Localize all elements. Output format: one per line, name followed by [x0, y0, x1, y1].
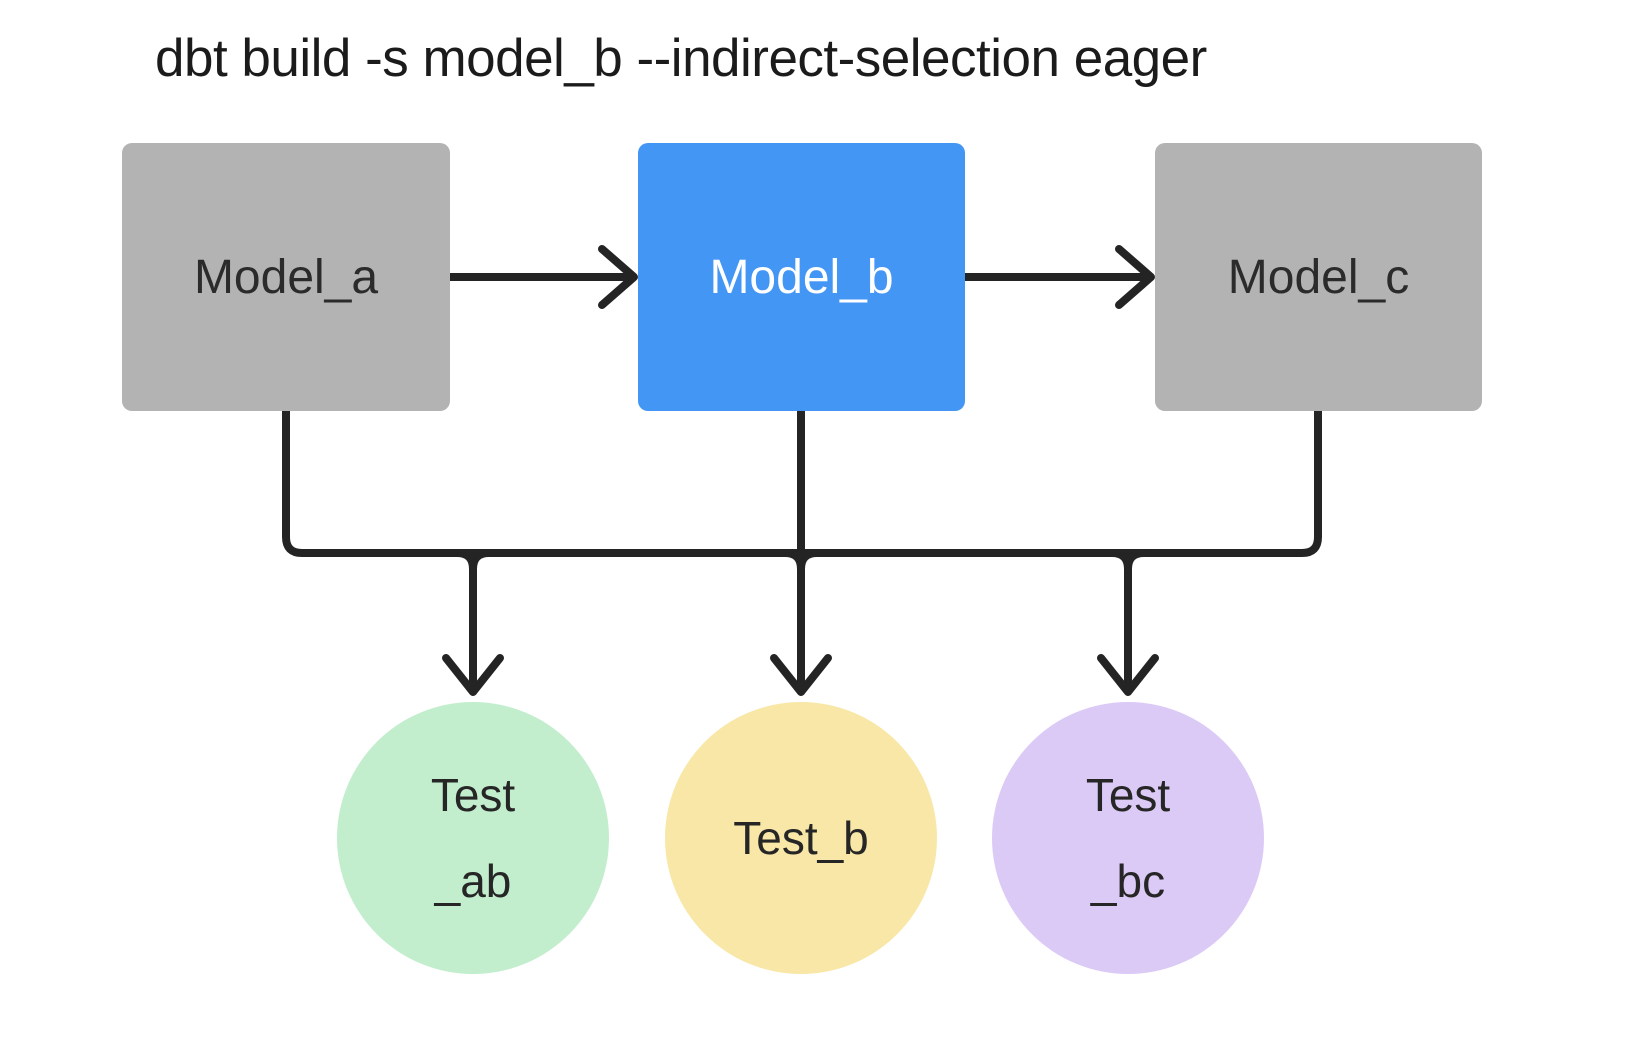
node-test-bc-label-line1: Test — [1085, 769, 1171, 821]
node-test-ab: Test _ab — [337, 702, 609, 974]
node-model-a-label: Model_a — [193, 250, 379, 304]
node-model-c-label: Model_c — [1227, 250, 1410, 304]
node-model-b: Model_b — [638, 143, 965, 411]
edge-test-b-arrowhead-icon — [770, 654, 832, 696]
edge-model-b-drop-fillet-left — [781, 549, 805, 573]
edge-test-bc-drop-fillet-right — [1124, 549, 1148, 573]
node-model-b-label: Model_b — [709, 250, 894, 304]
edge-model-a-to-model-b-arrowhead-icon — [598, 245, 638, 309]
node-model-c: Model_c — [1155, 143, 1482, 411]
edge-test-ab-drop-fillet-right — [469, 549, 493, 573]
edge-model-b-drop-fillet-right — [797, 549, 821, 573]
command-title: dbt build -s model_b --indirect-selectio… — [155, 29, 1207, 88]
edge-test-ab-arrowhead-icon — [442, 654, 504, 696]
node-model-a: Model_a — [122, 143, 450, 411]
node-test-ab-label-line2: _ab — [434, 855, 512, 907]
edge-shared-bus — [282, 407, 1322, 557]
edge-model-b-to-model-c-arrowhead-icon — [1115, 245, 1155, 309]
node-test-b-label: Test_b — [733, 812, 869, 864]
node-test-b: Test_b — [665, 702, 937, 974]
edge-test-bc-drop-fillet-left — [1108, 549, 1132, 573]
node-test-bc: Test _bc — [992, 702, 1264, 974]
edge-test-bc-arrowhead-icon — [1097, 654, 1159, 696]
node-test-ab-label-line1: Test — [430, 769, 516, 821]
edge-test-ab-drop-fillet-left — [453, 549, 477, 573]
node-test-bc-label-line2: _bc — [1090, 855, 1166, 907]
